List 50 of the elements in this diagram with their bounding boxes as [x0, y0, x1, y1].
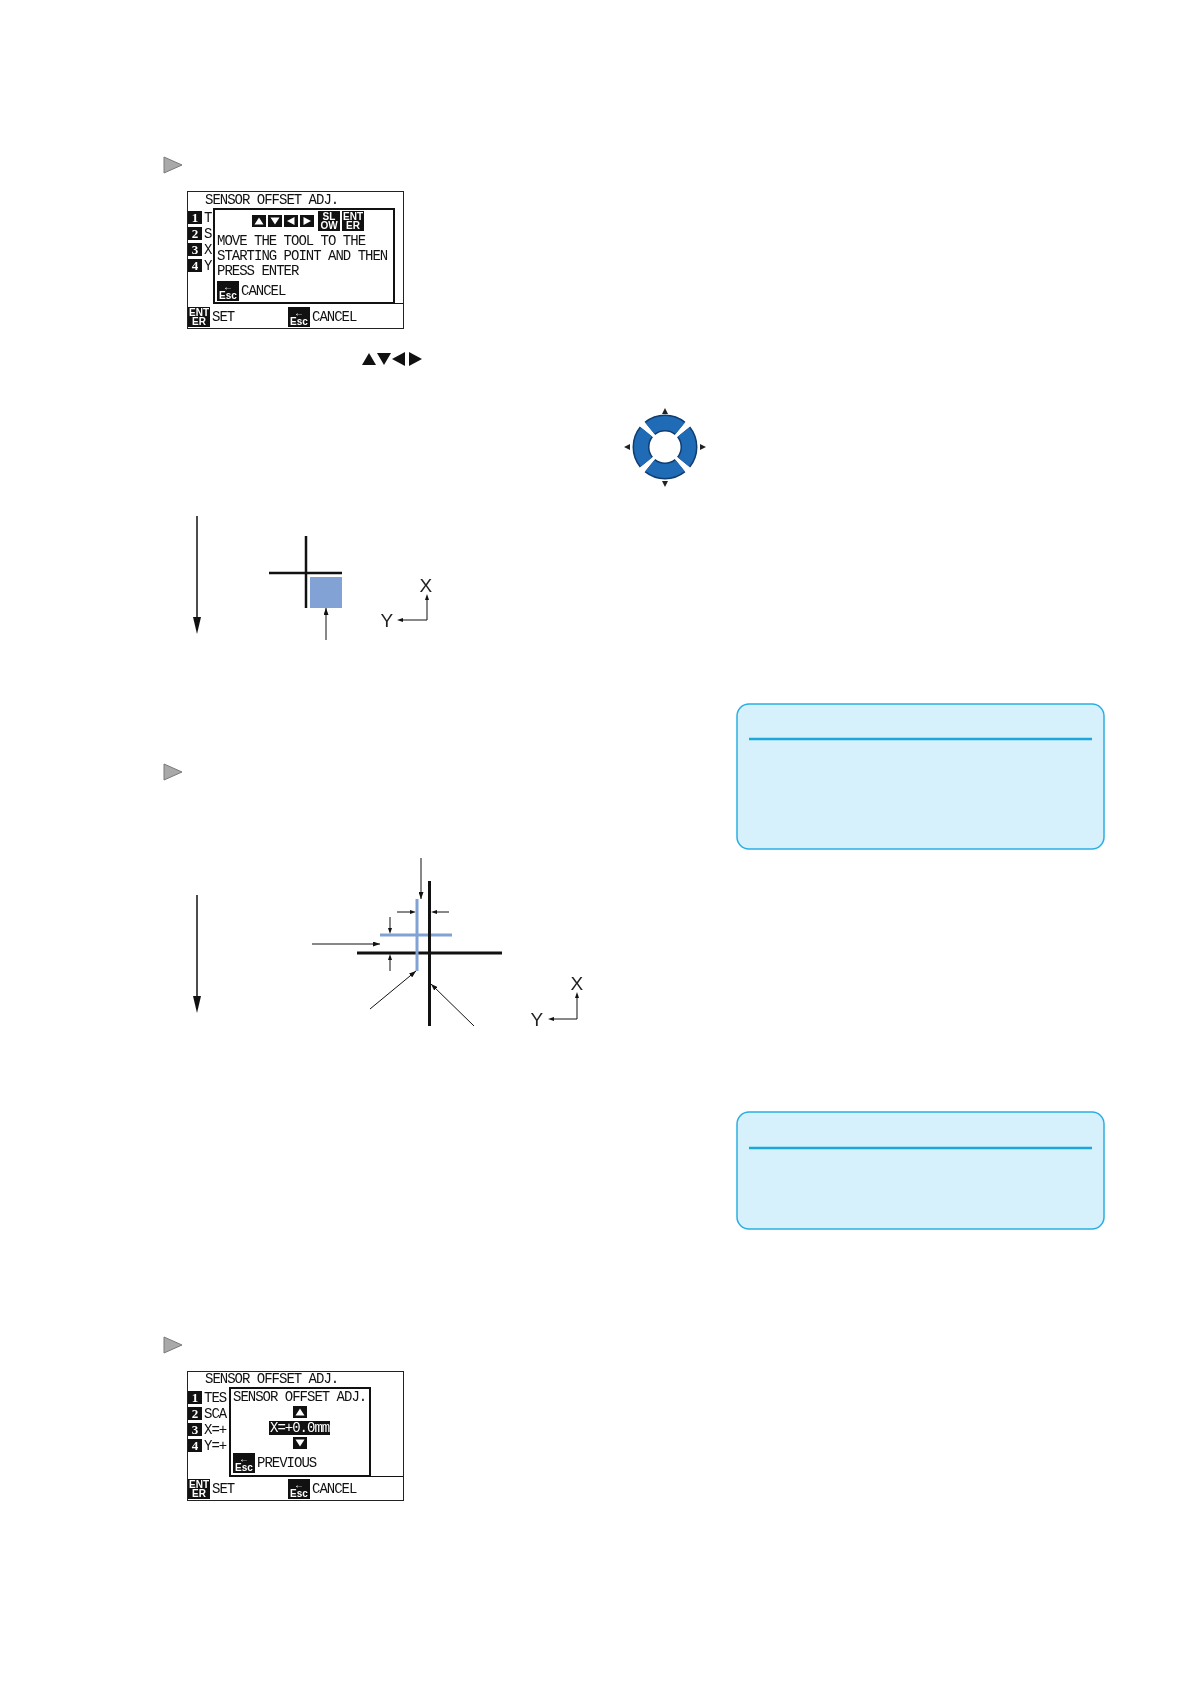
key-cap: ENT ER — [342, 211, 364, 231]
key-cap: ← Esc — [288, 307, 310, 327]
leader-arrow — [430, 983, 475, 1027]
screen-title: SENSOR OFFSET ADJ. — [205, 193, 339, 207]
axis-label: Y — [530, 1009, 544, 1029]
menu-text: TES — [204, 1391, 227, 1405]
key-cap: ← Esc — [288, 1479, 310, 1499]
key-cap: ← Esc — [233, 1453, 255, 1473]
softkey-label: CANCEL — [241, 284, 286, 298]
value-display: X=+0.0mm — [269, 1421, 331, 1435]
lcd-screen — [187, 191, 404, 329]
key-cap: ← Esc — [217, 281, 239, 301]
menu-text: Y=+ — [204, 1439, 227, 1453]
axis-label: X — [419, 575, 433, 595]
menu-number: 1 — [188, 211, 202, 224]
softkey-label: CANCEL — [312, 1482, 357, 1496]
menu-text: X — [204, 243, 212, 257]
menu-number: 4 — [188, 1439, 202, 1452]
screen-title: SENSOR OFFSET ADJ. — [205, 1372, 339, 1386]
key-cap: ENT ER — [188, 307, 210, 327]
menu-text: X=+ — [204, 1423, 227, 1437]
key-cap: ENT ER — [188, 1479, 210, 1499]
menu-number: 2 — [188, 227, 202, 240]
menu-text: S — [204, 227, 212, 241]
key-cap: SL OW — [318, 211, 340, 231]
screen-message: MOVE THE TOOL TO THE STARTING POINT AND THEN PRESS ENTER — [217, 234, 389, 279]
lcd-screen — [187, 1371, 404, 1501]
axis-label: X — [570, 973, 584, 993]
softkey-label: PREVIOUS — [257, 1456, 317, 1470]
screen-title: SENSOR OFFSET ADJ. — [233, 1390, 367, 1404]
menu-text: T — [204, 211, 212, 225]
menu-text: Y — [204, 259, 212, 273]
leader-arrow — [418, 857, 424, 900]
menu-number: 4 — [188, 259, 202, 272]
leader-arrow — [369, 970, 417, 1010]
popup-panel — [229, 1387, 371, 1477]
menu-number: 3 — [188, 1423, 202, 1436]
offset-cross — [380, 899, 452, 971]
leader-arrow — [323, 607, 329, 641]
softkey-label: SET — [212, 310, 235, 324]
filled-square — [310, 577, 342, 608]
menu-text: SCA — [204, 1407, 227, 1421]
softkey-label: SET — [212, 1482, 235, 1496]
menu-number: 1 — [188, 1391, 202, 1404]
popup-panel — [213, 208, 395, 304]
menu-number: 3 — [188, 243, 202, 256]
menu-number: 2 — [188, 1407, 202, 1420]
axis-label: Y — [380, 610, 394, 630]
softkey-label: CANCEL — [312, 310, 357, 324]
leader-arrow — [311, 941, 381, 947]
